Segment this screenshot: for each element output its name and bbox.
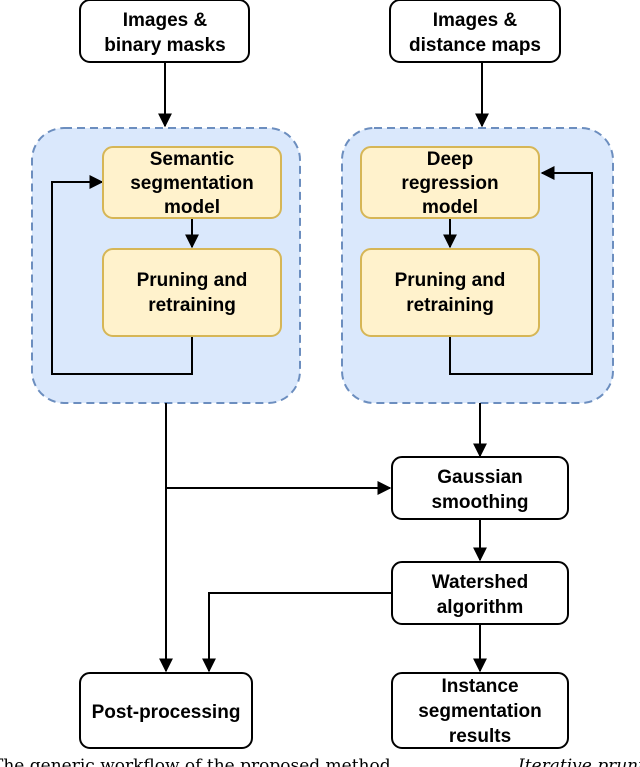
edge-left-feedback-loop xyxy=(51,175,193,375)
caption-text: The generic workflow of the proposed met… xyxy=(0,756,396,767)
node-deep-regression-model: Deep regression model xyxy=(360,146,540,219)
node-pruning-retraining-left: Pruning and retraining xyxy=(102,248,282,337)
node-label-line: segmentation xyxy=(130,173,254,194)
node-label-line: Pruning and xyxy=(137,270,248,291)
node-label-line: model xyxy=(422,197,478,218)
node-instance-segmentation-results: Instance segmentation results xyxy=(391,672,569,749)
figure-caption: The generic workflow of the proposed met… xyxy=(0,756,640,767)
node-watershed-algorithm: Watershed algorithm xyxy=(391,561,569,625)
node-label-line: Pruning and xyxy=(395,270,506,291)
node-label-line: Gaussian xyxy=(437,467,523,488)
node-label-line: Post-processing xyxy=(92,702,241,723)
edge-right-feedback-loop xyxy=(449,166,593,375)
node-label-line: retraining xyxy=(148,295,236,316)
node-gaussian-smoothing: Gaussian smoothing xyxy=(391,456,569,520)
node-label-line: distance maps xyxy=(409,35,541,56)
node-label-line: Images & xyxy=(123,10,208,31)
node-label-line: smoothing xyxy=(431,492,528,513)
node-label-line: Instance xyxy=(441,676,518,697)
node-label-line: regression xyxy=(401,173,498,194)
node-label-line: segmentation xyxy=(418,701,542,722)
node-label-line: results xyxy=(449,726,511,747)
node-label-line: algorithm xyxy=(437,597,524,618)
node-semantic-segmentation-model: Semantic segmentation model xyxy=(102,146,282,219)
edge-watershed-to-postprocessing xyxy=(202,592,392,673)
node-label-line: binary masks xyxy=(104,35,225,56)
caption-continuation: Iterative pruning xyxy=(517,756,640,767)
node-label-line: Deep xyxy=(427,149,473,170)
node-label-line: model xyxy=(164,197,220,218)
node-label-line: retraining xyxy=(406,295,494,316)
edges xyxy=(51,62,593,673)
node-pruning-retraining-right: Pruning and retraining xyxy=(360,248,540,337)
node-label-line: Watershed xyxy=(432,572,528,593)
node-post-processing: Post-processing xyxy=(79,672,253,749)
node-images-distance-maps: Images & distance maps xyxy=(389,0,561,63)
node-label-line: Semantic xyxy=(150,149,235,170)
node-label-line: Images & xyxy=(433,10,518,31)
node-images-binary-masks: Images & binary masks xyxy=(79,0,250,63)
